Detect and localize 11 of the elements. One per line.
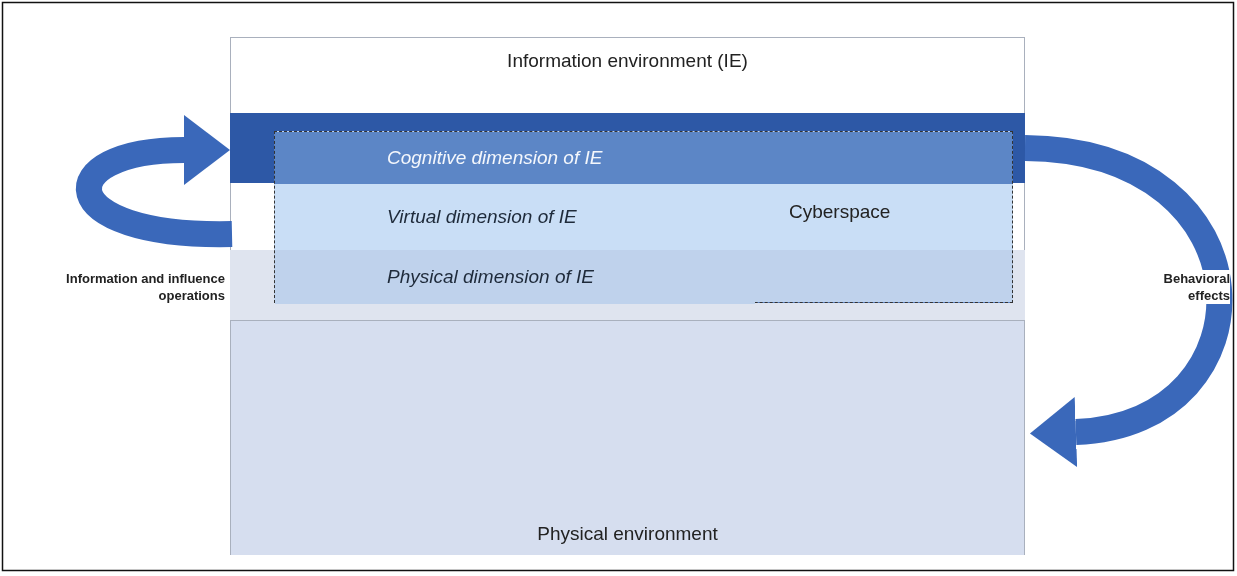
curved-arrow bbox=[1023, 135, 1232, 467]
environment-box bbox=[230, 37, 1025, 320]
curved-arrow bbox=[76, 115, 233, 247]
cyberspace-label: Cyberspace bbox=[789, 201, 891, 223]
band-label: Cognitive dimension of IE bbox=[387, 146, 603, 170]
cyberspace-box bbox=[274, 131, 1013, 303]
environment-title: Information environment (IE) bbox=[506, 50, 749, 72]
environment-box bbox=[230, 320, 1025, 555]
environment-title: Physical environment bbox=[536, 523, 719, 545]
band-label: Physical dimension of IE bbox=[387, 265, 594, 289]
band-label: Virtual dimension of IE bbox=[387, 205, 577, 229]
